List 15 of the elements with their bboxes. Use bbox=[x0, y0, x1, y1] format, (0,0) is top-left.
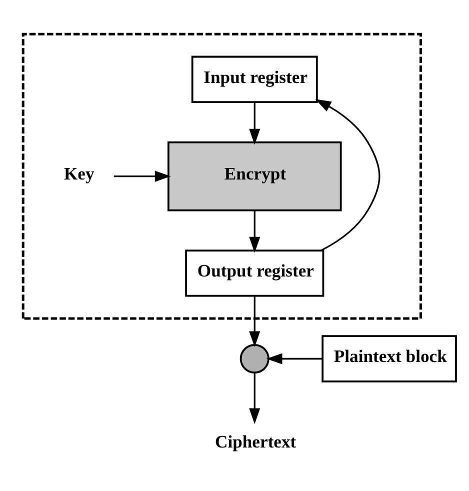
arrow bbox=[249, 372, 260, 424]
node-box: Plaintext block bbox=[322, 335, 457, 382]
node-circle bbox=[240, 344, 270, 374]
arrow bbox=[249, 102, 260, 145]
arrow bbox=[266, 353, 322, 364]
arrow bbox=[249, 210, 260, 253]
node-box: Input register bbox=[191, 56, 318, 103]
node-text: Ciphertext bbox=[214, 432, 296, 452]
node-text: Key bbox=[64, 164, 94, 184]
arrow bbox=[315, 99, 380, 251]
arrow bbox=[114, 170, 171, 182]
cluster bbox=[22, 32, 422, 320]
node-box: Output register bbox=[185, 250, 324, 297]
arrow bbox=[249, 296, 260, 348]
node-box: Encrypt bbox=[168, 141, 342, 212]
